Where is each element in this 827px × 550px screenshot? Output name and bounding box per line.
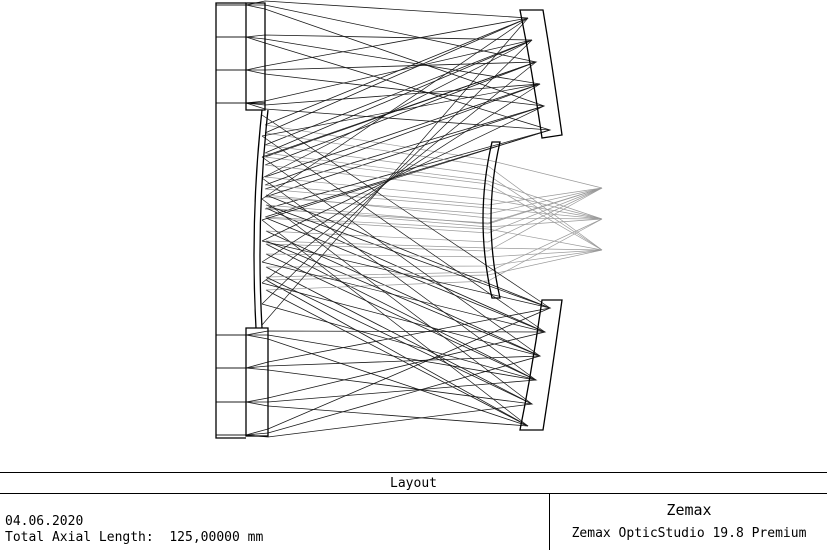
total-axial-length: Total Axial Length: 125,00000 mm (5, 530, 264, 545)
ray-path (261, 282, 541, 357)
ray-path (265, 187, 603, 225)
ray-path (261, 240, 551, 309)
ray-path (265, 187, 603, 252)
ray-path (264, 156, 603, 251)
ray-path (265, 187, 603, 234)
ray-path (216, 4, 538, 158)
ray-path (265, 249, 603, 258)
layout-title: Layout (0, 472, 827, 494)
plot-date: 04.06.2020 (5, 514, 84, 529)
ray-path (261, 261, 546, 333)
lower-primary-mirror (519, 299, 563, 431)
ray-path (265, 218, 603, 278)
optical-elements (215, 2, 563, 439)
upper-primary-mirror (519, 9, 563, 139)
ray-path (264, 144, 603, 251)
ray-path (265, 249, 603, 268)
title-block-divider (549, 494, 550, 550)
software-info: Zemax Zemax OpticStudio 19.8 Premium (551, 500, 827, 543)
ray-path (261, 17, 529, 200)
ray-path (261, 135, 546, 333)
ray-path (216, 243, 537, 381)
product-name: Zemax OpticStudio 19.8 Premium (571, 526, 807, 541)
ray-path (261, 39, 533, 305)
ray-path (261, 219, 529, 427)
ray-path (216, 276, 534, 438)
ray-path (261, 61, 537, 284)
object-plane-frame (215, 2, 246, 439)
ray-path (264, 124, 603, 189)
ray-path (261, 114, 551, 309)
lower-corrector-plate (245, 327, 269, 437)
ray-path (261, 177, 537, 381)
upper-corrector-plate (245, 2, 266, 111)
ray-path (261, 303, 537, 381)
ray-path (261, 198, 533, 405)
ray-path (261, 129, 551, 221)
ray-path (261, 83, 541, 263)
ray-path (264, 176, 603, 220)
ray-path (261, 17, 529, 326)
ray-path (261, 105, 545, 242)
ray-path (264, 188, 603, 220)
meniscus-lens (253, 109, 269, 329)
brand-name: Zemax (666, 501, 712, 519)
center-secondary-lens (482, 141, 501, 299)
ray-path (261, 61, 537, 158)
ray-path (216, 194, 552, 369)
ray-path (261, 39, 533, 179)
ray-path (261, 83, 541, 137)
ray-path (265, 194, 603, 220)
ray-traces (216, 0, 603, 438)
ray-path (265, 240, 603, 251)
ray-path (265, 207, 603, 228)
ray-path (216, 279, 529, 427)
ray-path (261, 156, 541, 357)
ray-path (264, 184, 603, 206)
optical-layout-diagram (215, 0, 603, 439)
